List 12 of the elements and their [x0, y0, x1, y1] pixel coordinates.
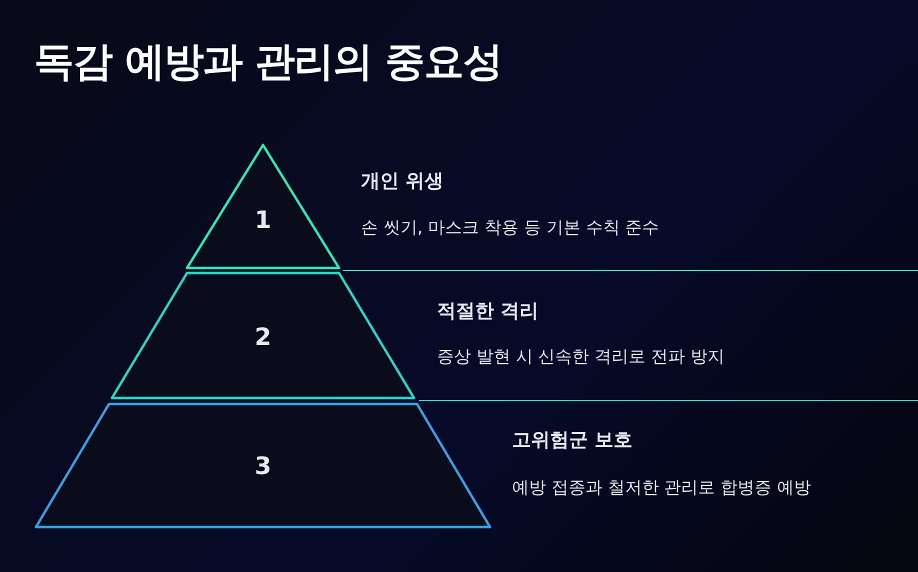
tier-number: 1 [254, 206, 272, 234]
tier-heading: 고위험군 보호 [512, 428, 633, 453]
tier-description: 손 씻기, 마스크 착용 등 기본 수칙 준수 [361, 217, 660, 239]
tier-description: 증상 발현 시 신속한 격리로 전파 방지 [437, 346, 724, 368]
tier-description: 예방 접종과 철저한 관리로 합병증 예방 [512, 477, 812, 499]
pyramid-tier [34, 402, 492, 529]
tier-number: 2 [254, 323, 272, 351]
tier-heading: 적절한 격리 [437, 299, 539, 324]
tier-heading: 개인 위생 [361, 169, 444, 194]
title: 독감 예방과 관리의 중요성 [34, 38, 502, 87]
tier-number: 3 [254, 452, 272, 480]
pyramid-tier [185, 143, 341, 270]
